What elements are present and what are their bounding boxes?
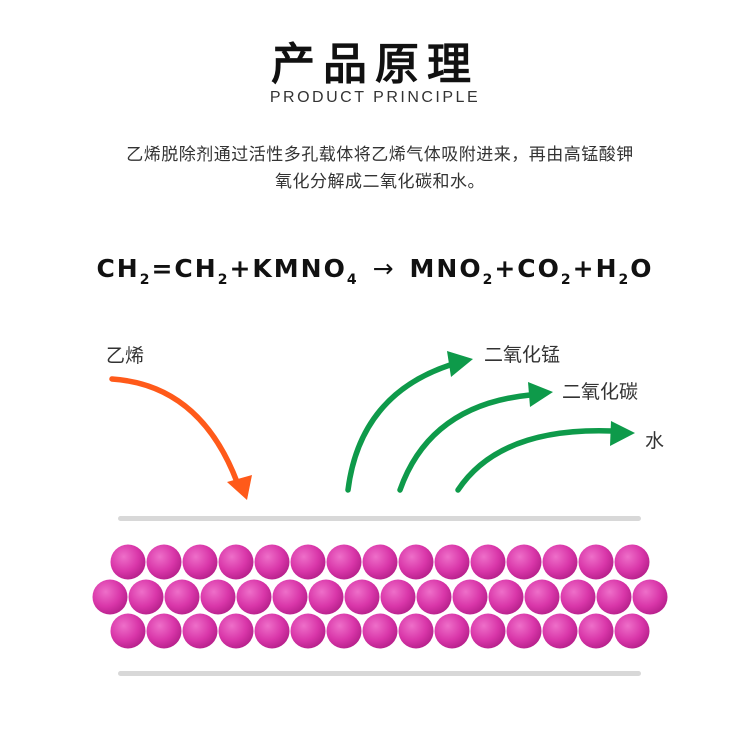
carrier-bead	[254, 544, 290, 580]
input-label-ethylene: 乙烯	[106, 345, 145, 367]
carrier-bead	[308, 579, 344, 615]
carrier-bead	[236, 579, 272, 615]
eq-ch: CH	[96, 254, 140, 283]
chemical-equation: CH2=CH2+KMNO4→MNO2+CO2+H2O	[0, 254, 750, 288]
carrier-bead	[380, 579, 416, 615]
carrier-bead	[470, 613, 506, 649]
eq-sub: 2	[139, 272, 152, 288]
reaction-arrow-icon: →	[372, 254, 396, 283]
carrier-bead	[182, 544, 218, 580]
carrier-bead	[200, 579, 236, 615]
output-arrow-icon	[345, 362, 453, 493]
carrier-bead	[560, 579, 596, 615]
carrier-bead	[146, 613, 182, 649]
eq-sub: 2	[217, 272, 230, 288]
carrier-bead	[290, 613, 326, 649]
carrier-bead	[110, 613, 146, 649]
output-arrowhead-icon	[528, 382, 553, 407]
carrier-bead	[434, 613, 470, 649]
carrier-bead	[146, 544, 182, 580]
carrier-bead	[182, 613, 218, 649]
output-label-co2: 二氧化碳	[562, 381, 639, 403]
eq-sub: 2	[618, 272, 631, 288]
carrier-bead	[344, 579, 380, 615]
output-arrowhead-icon	[447, 351, 473, 377]
eq-sub: 4	[346, 272, 359, 288]
output-arrow-icon	[397, 392, 533, 493]
carrier-bead	[326, 544, 362, 580]
carrier-bead	[506, 613, 542, 649]
carrier-bead	[524, 579, 560, 615]
eq-ch: =CH	[151, 254, 218, 283]
carrier-bead	[614, 613, 650, 649]
output-label-mno2: 二氧化锰	[484, 344, 561, 366]
carrier-bead	[398, 613, 434, 649]
carrier-bead	[362, 613, 398, 649]
carrier-bead	[128, 579, 164, 615]
carrier-bead	[362, 544, 398, 580]
eq-sub: 2	[560, 272, 573, 288]
carrier-bead	[470, 544, 506, 580]
eq-sub: 2	[482, 272, 495, 288]
output-arrowhead-icon	[610, 421, 635, 446]
carrier-bead	[290, 544, 326, 580]
carrier-bead	[542, 544, 578, 580]
carrier-bead	[398, 544, 434, 580]
carrier-bead	[542, 613, 578, 649]
description-line-1: 乙烯脱除剂通过活性多孔载体将乙烯气体吸附进来，再由高锰酸钾	[126, 145, 634, 165]
input-arrowhead-icon	[227, 475, 252, 500]
eq-kmno: +KMNO	[229, 254, 347, 283]
carrier-bead	[218, 544, 254, 580]
carrier-bead	[506, 544, 542, 580]
description-line-2: 氧化分解成二氧化碳和水。	[275, 172, 485, 192]
bead-layer	[92, 544, 668, 649]
bottom-bar	[118, 671, 641, 676]
carrier-bead	[488, 579, 524, 615]
carrier-bead	[632, 579, 668, 615]
carrier-bead	[596, 579, 632, 615]
carrier-bead	[452, 579, 488, 615]
eq-co: +CO	[494, 254, 561, 283]
carrier-bead	[578, 544, 614, 580]
top-bar	[118, 516, 641, 521]
input-arrow-icon	[109, 376, 240, 485]
carrier-bead	[614, 544, 650, 580]
carrier-bead	[416, 579, 452, 615]
output-arrow-icon	[455, 428, 615, 493]
description: 乙烯脱除剂通过活性多孔载体将乙烯气体吸附进来，再由高锰酸钾 氧化分解成二氧化碳和…	[80, 142, 680, 196]
carrier-bead	[164, 579, 200, 615]
carrier-bead	[326, 613, 362, 649]
carrier-bead	[272, 579, 308, 615]
carrier-bead	[254, 613, 290, 649]
carrier-bead	[434, 544, 470, 580]
eq-mno: MNO	[409, 254, 483, 283]
eq-h: +H	[572, 254, 619, 283]
eq-o: O	[630, 254, 654, 283]
output-label-water: 水	[645, 430, 665, 452]
carrier-bead	[92, 579, 128, 615]
carrier-bead	[578, 613, 614, 649]
page-title: 产品原理	[271, 39, 479, 90]
carrier-bead	[218, 613, 254, 649]
page-subtitle: PRODUCT PRINCIPLE	[269, 89, 481, 106]
carrier-bead	[110, 544, 146, 580]
